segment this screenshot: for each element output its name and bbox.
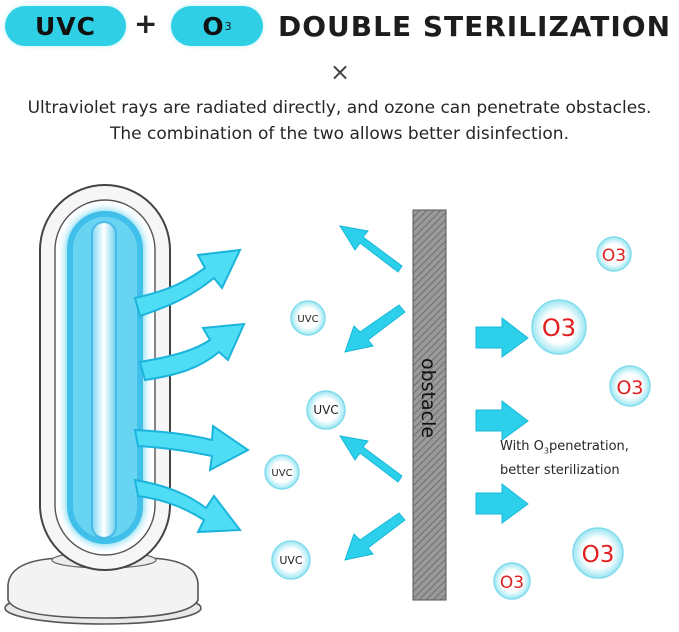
reflect-arrow-down-1	[344, 304, 406, 353]
uvc-bubble-label: UVC	[313, 403, 338, 417]
uvc-bubble-label: UVC	[279, 554, 303, 567]
uvc-bubble-label: UVC	[297, 314, 318, 325]
penetration-note: With O3penetration, better sterilization	[500, 437, 629, 480]
uvc-bubble-4: UVC	[271, 540, 311, 580]
obstacle-label: obstacle	[417, 358, 439, 438]
uv-curved-arrow-3	[133, 424, 250, 472]
reflect-arrow-up-2	[338, 435, 403, 483]
description-line-2: The combination of the two allows better…	[110, 124, 569, 144]
page-title: DOUBLE STERILIZATION	[278, 10, 672, 43]
uv-ray-arrows	[133, 248, 250, 534]
o3-bubble-label: O3	[500, 573, 524, 593]
uvc-badge: UVC	[5, 6, 126, 46]
o3-badge-subscript: 3	[224, 19, 232, 33]
note-subscript: 3	[543, 446, 549, 456]
description-line-1: Ultraviolet rays are radiated directly, …	[27, 98, 652, 118]
o3-bubble-label: O3	[616, 377, 643, 399]
o3-bubble-label: O3	[582, 542, 615, 568]
o3-bubbles: O3 O3 O3 O3 O3	[493, 236, 651, 600]
lamp-icon	[4, 184, 202, 625]
note-prefix: With O	[500, 439, 544, 454]
uvc-bubble-2: UVC	[306, 390, 346, 430]
penetrate-arrow-2	[475, 399, 529, 441]
o3-bubble-2: O3	[531, 299, 587, 355]
uvc-bubble-3: UVC	[264, 454, 300, 490]
o3-bubble-4: O3	[572, 527, 624, 579]
o3-bubble-5: O3	[493, 562, 531, 600]
uv-curved-arrow-4	[133, 478, 242, 534]
reflect-arrow-up-1	[338, 225, 403, 273]
plus-sign: +	[134, 7, 158, 40]
note-suffix: penetration,	[548, 439, 629, 454]
o3-bubble-1: O3	[596, 236, 632, 272]
penetration-arrows	[475, 316, 529, 524]
o3-bubble-3: O3	[609, 365, 651, 407]
uvc-bubble-1: UVC	[290, 300, 326, 336]
obstacle-wall: obstacle	[412, 209, 447, 601]
o3-bubble-label: O3	[602, 246, 626, 266]
penetrate-arrow-3	[475, 482, 529, 524]
penetration-note-line-1: With O3penetration,	[500, 437, 629, 461]
o3-badge-label: O	[202, 11, 224, 41]
reflected-uv-arrows	[338, 225, 406, 561]
uv-curved-arrow-2	[138, 322, 246, 382]
penetrate-arrow-1	[475, 316, 529, 358]
uvc-bubble-label: UVC	[271, 468, 292, 479]
reflect-arrow-down-2	[344, 512, 406, 561]
uv-curved-arrow-1	[133, 248, 242, 318]
uvc-badge-label: UVC	[35, 11, 96, 41]
multiply-separator: ×	[330, 58, 351, 86]
penetration-note-line-2: better sterilization	[500, 462, 620, 478]
uvc-bubbles: UVC UVC UVC UVC	[264, 300, 346, 580]
o3-bubble-label: O3	[542, 314, 576, 342]
